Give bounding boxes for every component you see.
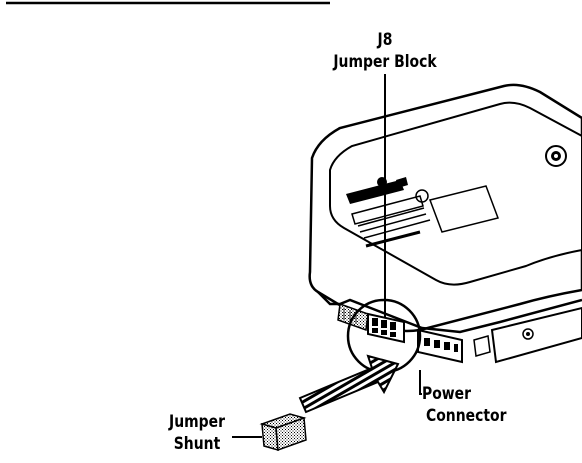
insertion-arrow — [298, 354, 400, 414]
power-label: Power — [422, 384, 472, 404]
connector-label: Connector — [426, 406, 507, 426]
j8-label: J8 — [377, 30, 393, 50]
jumper-block-label: Jumper Block — [333, 52, 437, 72]
jumper-shunt-label-line1: Jumper — [169, 412, 225, 432]
screw-icon — [545, 145, 567, 167]
jumper-shunt — [259, 413, 307, 452]
jumper-shunt-label-line2: Shunt — [173, 434, 221, 454]
product-label — [346, 177, 499, 248]
j8-jumper-block — [367, 312, 405, 344]
hard-drive — [308, 83, 582, 364]
power-connector-leader — [419, 370, 422, 395]
power-connector — [417, 328, 491, 364]
